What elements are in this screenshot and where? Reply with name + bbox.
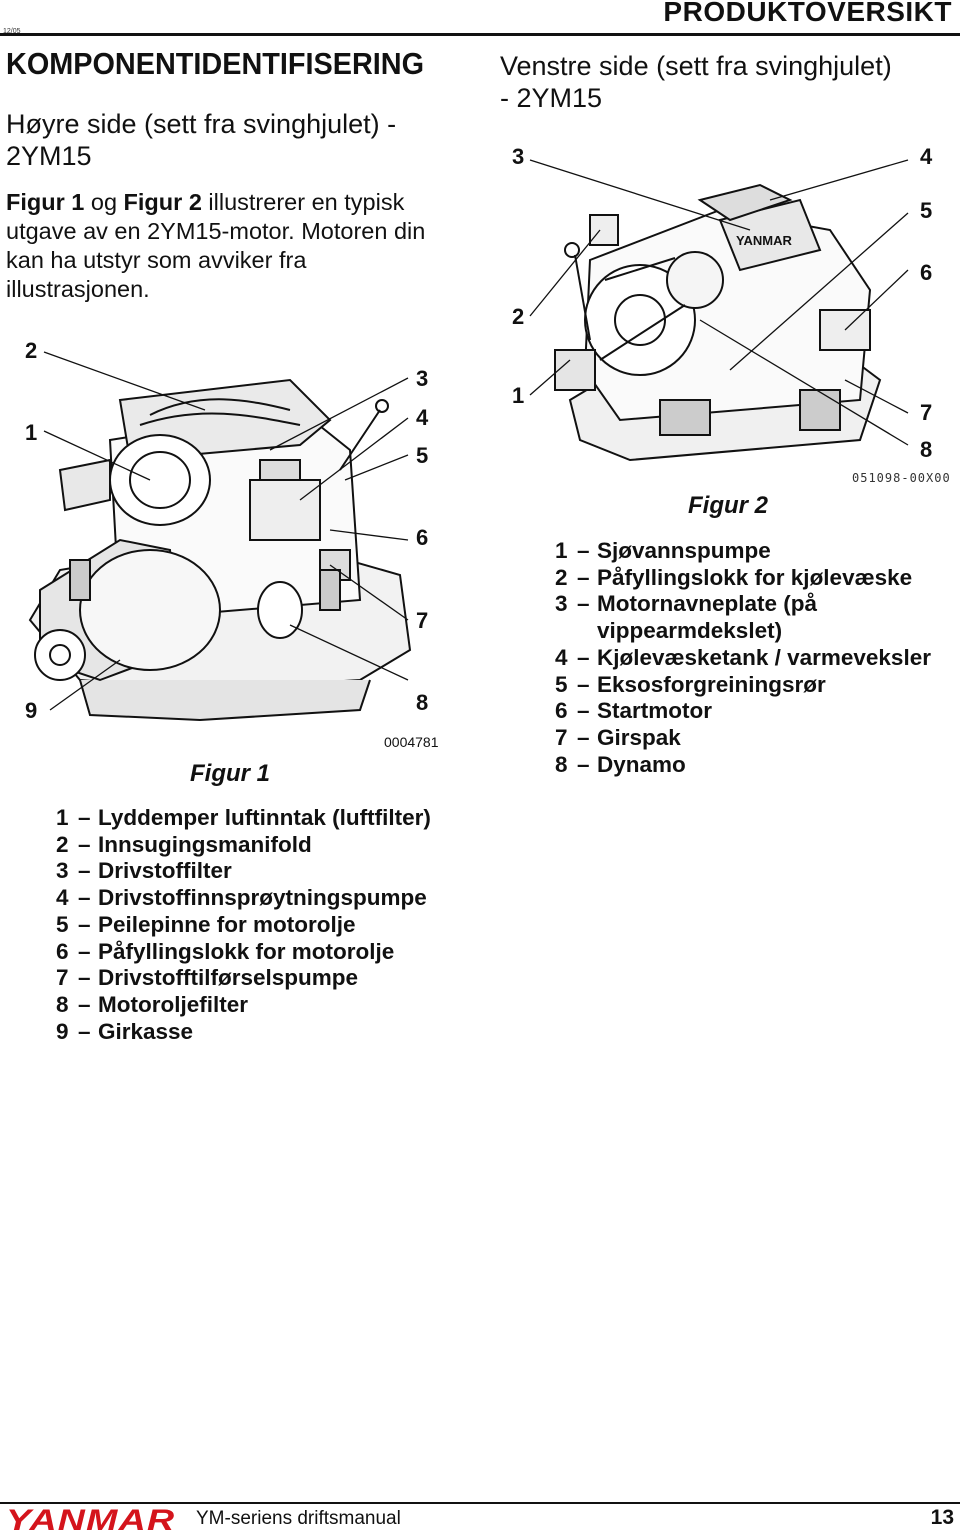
footer-rule xyxy=(0,1502,960,1504)
section-header: PRODUKTOVERSIKT xyxy=(663,0,952,27)
list-item: 8–Dynamo xyxy=(555,751,686,777)
list-item: 6–Startmotor xyxy=(555,698,713,724)
fig1-callout-5: 5 xyxy=(416,443,429,468)
fig2-callout-4: 4 xyxy=(920,144,933,169)
list-item: 8–Motoroljefilter xyxy=(56,991,248,1017)
intro-paragraph: Figur 1 og Figur 2 illustrerer en typisk… xyxy=(6,188,446,304)
fig1-callout-4: 4 xyxy=(416,405,429,430)
fig1-caption: Figur 1 xyxy=(190,760,271,787)
intro-rest: illustrerer en typisk utgave av en 2YM15… xyxy=(6,189,426,302)
list-item: 4–Drivstoffinnsprøytningspumpe xyxy=(56,885,427,911)
list-item: 3–Drivstoffilter xyxy=(56,858,232,884)
intro-ref-fig1: Figur 1 xyxy=(6,189,85,215)
fig1-callout-1: 1 xyxy=(25,420,38,445)
list-item: 1–Lyddemper luftinntak (luftfilter) xyxy=(56,805,431,830)
list-item: 9–Girkasse xyxy=(56,1018,194,1044)
intro-mid: og xyxy=(84,189,124,215)
top-rule xyxy=(0,33,960,36)
left-heading-line2: 2YM15 xyxy=(6,141,92,171)
fig2-caption: Figur 2 xyxy=(688,492,769,519)
list-item: 2–Påfyllingslokk for kjølevæske xyxy=(555,564,913,590)
list-item: 5–Eksosforgreiningsrør xyxy=(555,671,826,697)
fig2-callout-3: 3 xyxy=(512,144,525,169)
right-heading: Venstre side (sett fra svinghjulet) - 2Y… xyxy=(500,50,892,114)
list-item: 7–Drivstofftilførselspumpe xyxy=(56,965,359,991)
fig2-callout-6: 6 xyxy=(920,260,933,285)
fig2-callout-8: 8 xyxy=(920,437,933,462)
fig1-legend: 1–Lyddemper luftinntak (luftfilter) 2–In… xyxy=(56,805,476,1045)
fig2-legend: 1–Sjøvannspumpe 2–Påfyllingslokk for kjø… xyxy=(555,538,955,778)
list-item: 2–Innsugingsmanifold xyxy=(56,831,312,857)
fig2-callout-7: 7 xyxy=(920,400,933,425)
figure2-engine-illustration: YANMAR xyxy=(529,159,909,462)
left-heading: Høyre side (sett fra svinghjulet) - 2YM1… xyxy=(6,108,396,172)
fig1-callout-2: 2 xyxy=(25,338,38,363)
list-item: 1–Sjøvannspumpe xyxy=(555,538,771,563)
fig2-callout-1: 1 xyxy=(512,383,525,408)
fig1-callout-7: 7 xyxy=(416,608,429,633)
fig1-callout-3: 3 xyxy=(416,366,429,391)
list-item: 7–Girspak xyxy=(555,724,681,750)
right-heading-line2: - 2YM15 xyxy=(500,83,603,113)
fig2-callout-2: 2 xyxy=(512,304,525,329)
left-heading-line1: Høyre side (sett fra svinghjulet) - xyxy=(6,109,397,139)
valve-cover-label: YANMAR xyxy=(736,233,792,248)
fig1-callout-9: 9 xyxy=(25,698,38,723)
list-item: 6–Påfyllingslokk for motorolje xyxy=(56,938,395,964)
list-item: 4–Kjølevæsketank / varmeveksler xyxy=(555,644,931,670)
page-title: KOMPONENTIDENTIFISERING xyxy=(6,46,425,81)
page-number: 13 xyxy=(930,1506,954,1529)
figure1-engine-illustration xyxy=(28,351,412,722)
right-heading-line1: Venstre side (sett fra svinghjulet) xyxy=(500,51,892,81)
fig1-code: 0004781 xyxy=(384,734,439,750)
manual-title: YM-seriens driftsmanual xyxy=(196,1508,401,1529)
fig1-callout-6: 6 xyxy=(416,525,429,550)
list-item: 5–Peilepinne for motorolje xyxy=(56,911,356,937)
list-item: 3–Motornavneplate (på vippearmdekslet) xyxy=(555,591,818,644)
fig1-callout-8: 8 xyxy=(416,690,429,715)
brand-logo: YANMAR xyxy=(6,1504,176,1537)
revision-code: 12/05 xyxy=(3,28,21,35)
fig2-code: 051098-00X00 xyxy=(852,471,951,485)
fig2-callout-5: 5 xyxy=(920,198,933,223)
intro-ref-fig2: Figur 2 xyxy=(123,189,202,215)
